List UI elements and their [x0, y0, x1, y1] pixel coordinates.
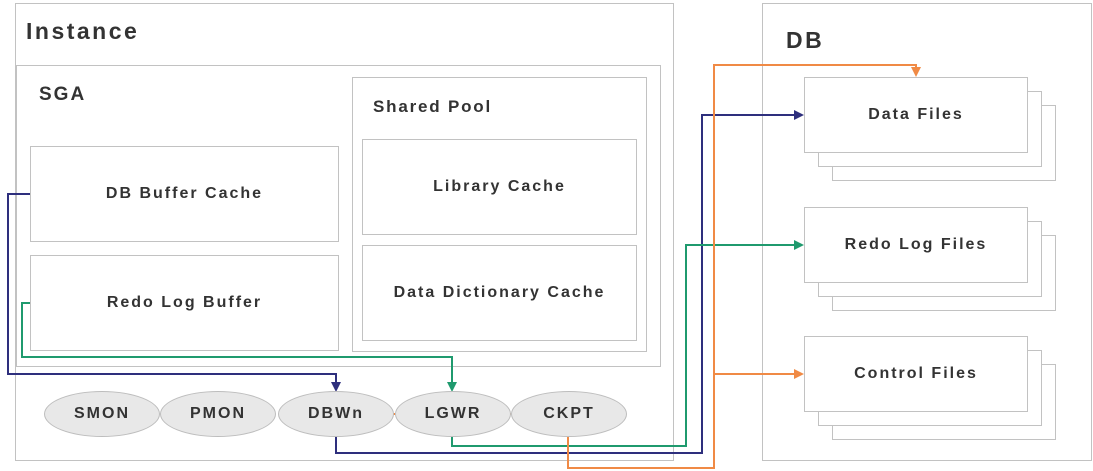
- dbbuffer-to-dbwn-arrow: [7, 193, 341, 392]
- lgwr-to-redologfiles-arrow: [451, 240, 804, 447]
- instance-title: Instance: [26, 18, 140, 44]
- control-files: Control Files: [804, 336, 1028, 412]
- sga-title: SGA: [39, 84, 87, 105]
- data-files: Data Files: [804, 77, 1028, 153]
- process-ckpt: CKPT: [511, 391, 627, 437]
- library-cache: Library Cache: [362, 139, 637, 235]
- db-title: DB: [786, 27, 825, 53]
- process-pmon: PMON: [160, 391, 276, 437]
- redo-log-buffer: Redo Log Buffer: [30, 255, 339, 351]
- process-smon: SMON: [44, 391, 160, 437]
- redobuffer-to-lgwr-arrow: [21, 302, 457, 392]
- data-dictionary-cache: Data Dictionary Cache: [362, 245, 637, 341]
- process-lgwr: LGWR: [395, 391, 511, 437]
- shared-pool-title: Shared Pool: [373, 97, 492, 116]
- redo-log-files: Redo Log Files: [804, 207, 1028, 283]
- ckpt-to-files-arrow: [567, 64, 921, 469]
- dbwn-to-datafiles-arrow: [335, 110, 804, 454]
- process-dbwn: DBWn: [278, 391, 394, 437]
- db-buffer-cache: DB Buffer Cache: [30, 146, 339, 242]
